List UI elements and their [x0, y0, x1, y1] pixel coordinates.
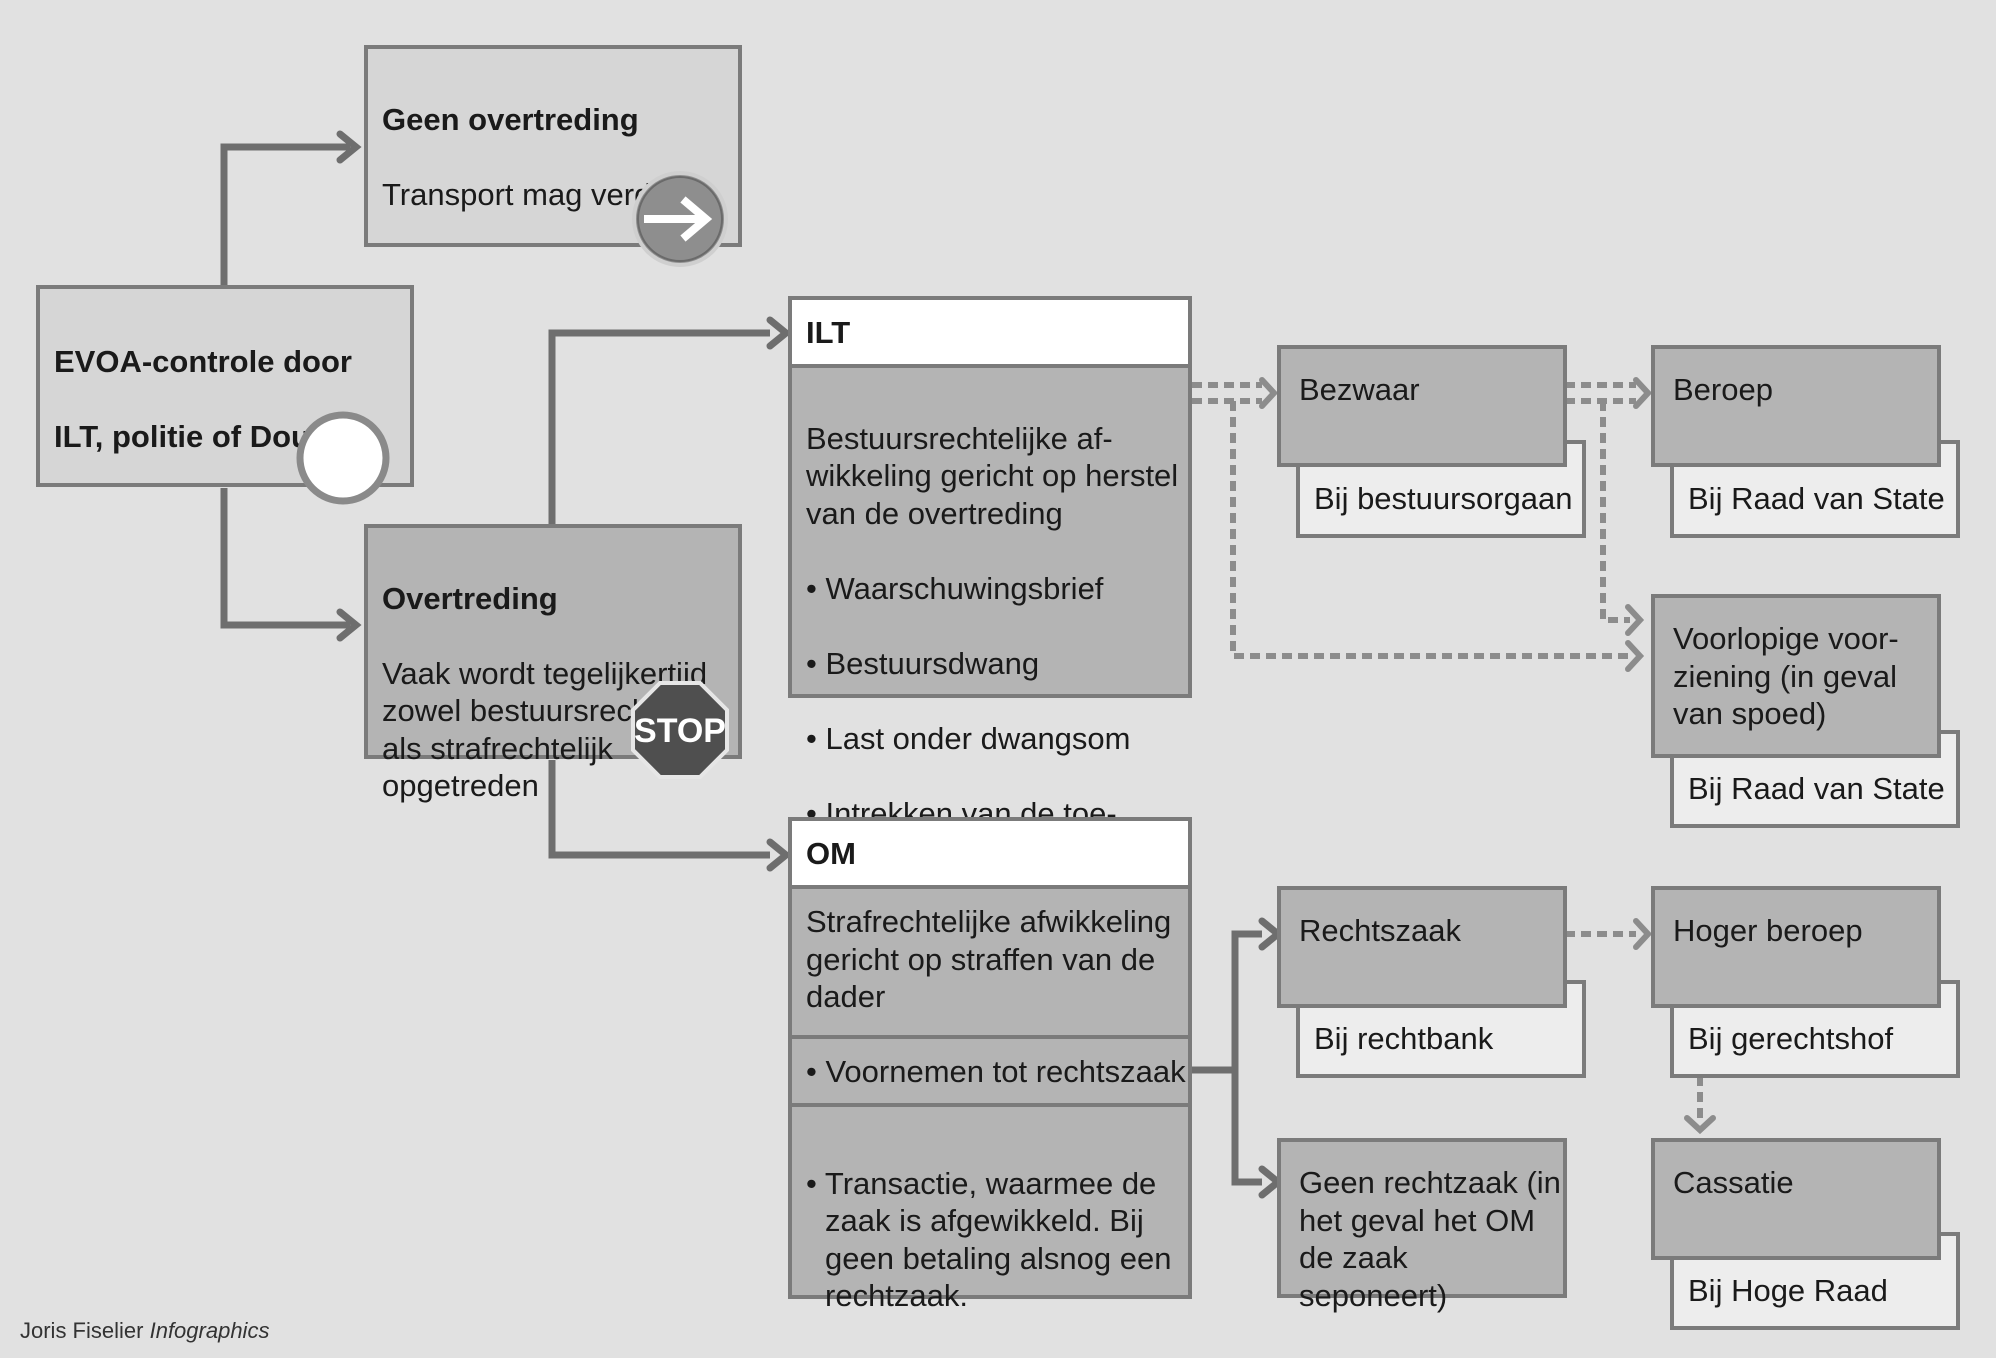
- overtreding-text: Vaak wordt tegelijkertijd zowel bestuurs…: [382, 655, 712, 804]
- credit-name: Joris Fiselier: [20, 1318, 144, 1343]
- connector-evoa-overtreding: [220, 488, 350, 629]
- ilt-description: Bestuursrechtelijke af- wikkeling gerich…: [806, 420, 1179, 531]
- rechtszaak-title: Rechtszaak: [1299, 913, 1461, 948]
- rechtszaak-box: Rechtszaak: [1277, 886, 1567, 1008]
- connector-overtreding-ilt: [548, 329, 770, 524]
- bezwaar-sub: Bij bestuursorgaan: [1314, 481, 1573, 516]
- om-description: Strafrechtelijke afwikkeling gericht op …: [806, 904, 1172, 1014]
- stop-sign-icon: STOP: [631, 681, 729, 779]
- dashed-ilt-voorlopig: [1230, 401, 1630, 659]
- geen-rechtszaak-box: Geen rechtzaak (in het geval het OM de z…: [1277, 1138, 1567, 1313]
- stop-sign-text: STOP: [634, 712, 726, 750]
- ilt-item: • Waarschuwingsbrief: [806, 570, 1104, 606]
- om-voornemen-box: • Voornemen tot rechtszaak: [788, 1035, 1192, 1107]
- evoa-title-line1: EVOA-controle door: [54, 343, 352, 379]
- om-transactie-box: • Transactie, waarmee de zaak is afgewik…: [788, 1103, 1192, 1313]
- arrowhead-overtreding: [336, 608, 362, 642]
- geen-rechtszaak-title: Geen rechtzaak (in het geval het OM de z…: [1299, 1165, 1561, 1313]
- voorlopig-box: Voorlopige voor- ziening (in geval van s…: [1651, 594, 1941, 758]
- connector-overtreding-om: [548, 760, 770, 859]
- hoger-beroep-box: Hoger beroep: [1651, 886, 1941, 1008]
- rechtszaak-sub: Bij rechtbank: [1314, 1021, 1494, 1056]
- arrowhead-ilt: [766, 316, 792, 350]
- arrowhead-cassatie: [1684, 1115, 1716, 1135]
- arrowhead-rechtszaak: [1258, 917, 1284, 951]
- arrowhead-bezwaar: [1259, 377, 1279, 409]
- circle-icon: [296, 411, 390, 505]
- evoa-control-box: EVOA-controle door ILT, politie of Douan…: [36, 285, 414, 487]
- ilt-header-label: ILT: [806, 315, 851, 350]
- cassatie-box: Cassatie: [1651, 1138, 1941, 1260]
- cassatie-sub: Bij Hoge Raad: [1688, 1273, 1888, 1308]
- arrowhead-om: [766, 838, 792, 872]
- beroep-title: Beroep: [1673, 372, 1773, 407]
- dashed-bezwaar-voorlopig: [1600, 401, 1630, 623]
- ilt-body: Bestuursrechtelijke af- wikkeling gerich…: [788, 364, 1192, 868]
- hoger-beroep-sub: Bij gerechtshof: [1688, 1021, 1894, 1056]
- overtreding-title: Overtreding: [382, 580, 558, 616]
- voorlopig-sub: Bij Raad van State: [1688, 771, 1945, 806]
- arrowhead-voorlopig-2: [1625, 640, 1645, 672]
- arrowhead-geen-rechtszaak: [1258, 1165, 1284, 1199]
- ilt-item: • Bestuursdwang: [806, 645, 1040, 681]
- credit-brand: Infographics: [149, 1318, 270, 1343]
- arrow-right-icon: [632, 171, 728, 267]
- connector-evoa-geen: [220, 143, 350, 285]
- connector-om-rechtszaak: [1231, 930, 1262, 1182]
- om-voornemen: • Voornemen tot rechtszaak: [806, 1054, 1186, 1089]
- cassatie-title: Cassatie: [1673, 1165, 1794, 1200]
- arrowhead-beroep: [1633, 377, 1653, 409]
- ilt-item: • Last onder dwangsom: [806, 720, 1131, 756]
- beroep-sub: Bij Raad van State: [1688, 481, 1945, 516]
- beroep-box: Beroep: [1651, 345, 1941, 467]
- credit-line: Joris Fiselier Infographics: [20, 1318, 269, 1344]
- bezwaar-box: Bezwaar: [1277, 345, 1567, 467]
- arrowhead-geen: [336, 130, 362, 164]
- om-transactie: • Transactie, waarmee de zaak is afgewik…: [806, 1165, 1172, 1314]
- geen-overtreding-title: Geen overtreding: [382, 101, 639, 137]
- hoger-beroep-title: Hoger beroep: [1673, 913, 1863, 948]
- arrowhead-voorlopig-1: [1625, 604, 1645, 636]
- om-header: OM: [788, 817, 1192, 889]
- om-header-label: OM: [806, 836, 856, 871]
- voorlopig-title: Voorlopige voor- ziening (in geval van s…: [1673, 621, 1899, 731]
- ilt-header: ILT: [788, 296, 1192, 368]
- arrowhead-hoger-beroep: [1633, 918, 1653, 950]
- bezwaar-title: Bezwaar: [1299, 372, 1420, 407]
- connector-om-geen-rechtszaak: [1231, 1070, 1262, 1186]
- om-description-box: Strafrechtelijke afwikkeling gericht op …: [788, 885, 1192, 1039]
